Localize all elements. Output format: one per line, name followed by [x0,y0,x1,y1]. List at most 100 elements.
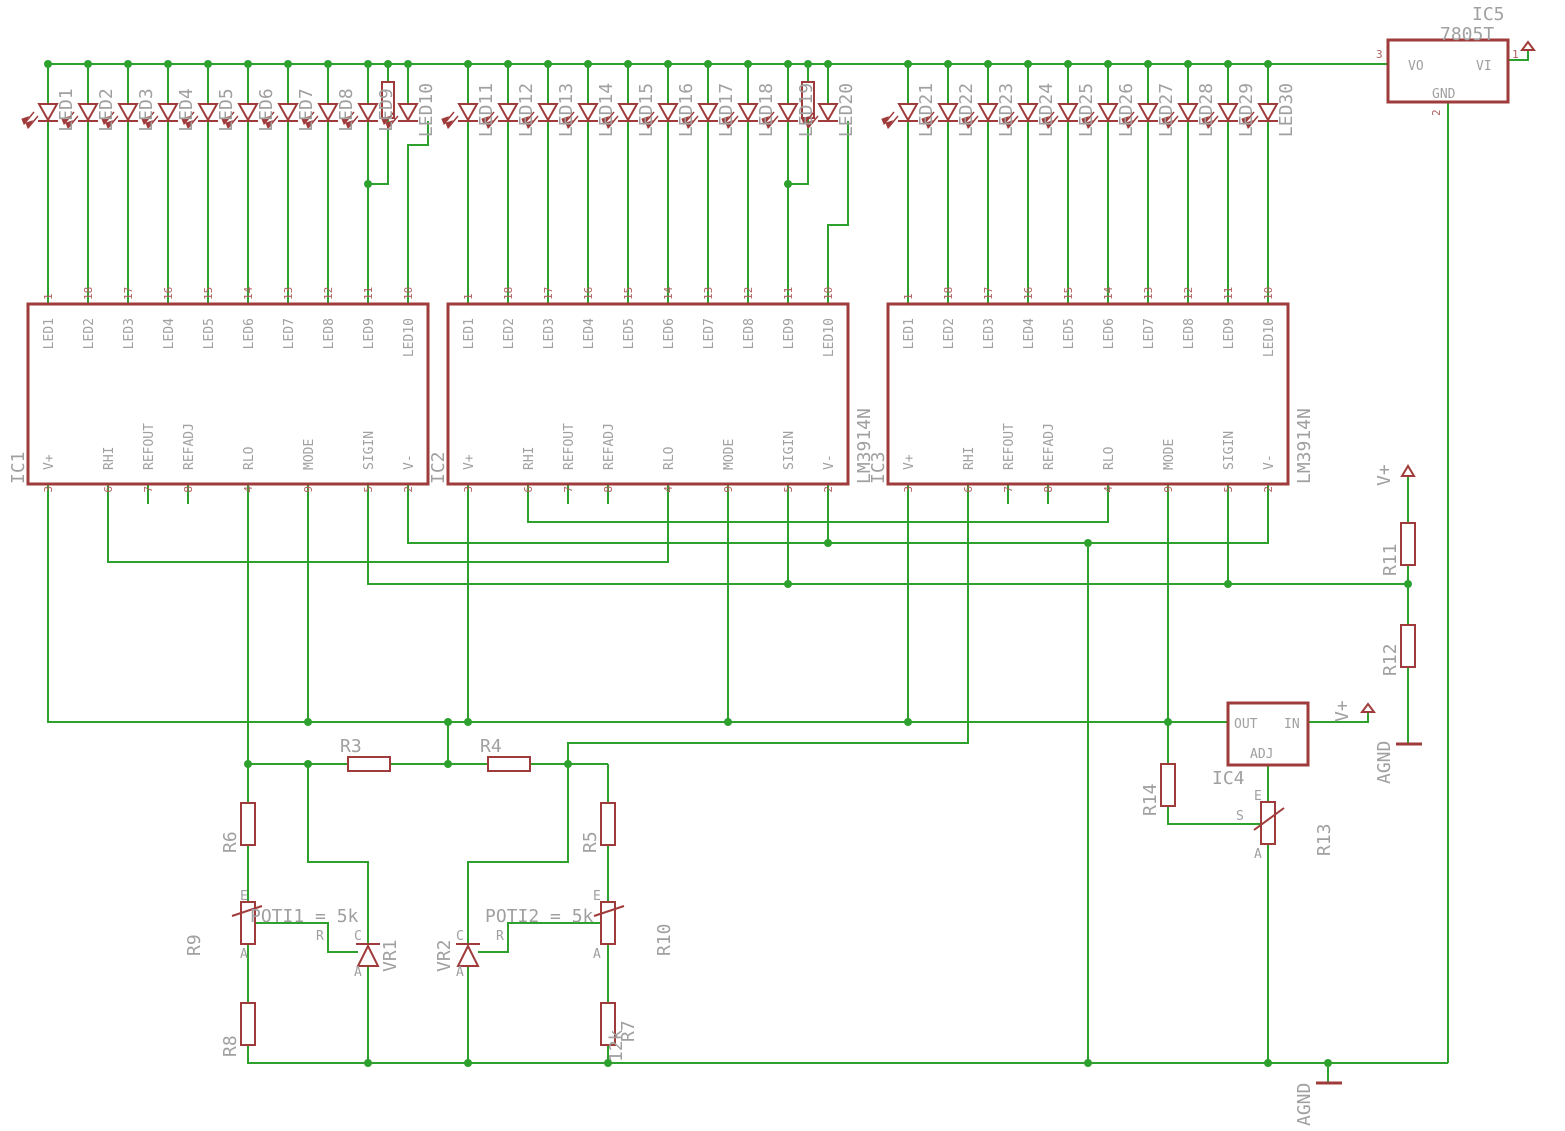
led-22-symbol [937,103,959,123]
led-arrow-head [141,116,150,126]
led-arrow-head [1125,120,1134,130]
junction-dot [784,180,792,188]
ic-pin-label: LED10 [1262,318,1277,357]
r8-label: R8 [220,1035,241,1057]
led-label: LED21 [916,83,937,137]
led-arrow-head [145,120,154,130]
ic-pin-label: V- [1262,454,1277,470]
ic-pin-label: MODE [1162,439,1177,470]
ic-pin-label: LED8 [1182,318,1197,349]
ic-pin-label: LED5 [622,318,637,349]
r7-value: 12k [606,1029,627,1062]
led-arrow-head [25,120,34,130]
ic-pin-number: 12 [742,287,755,300]
led-arrow-head [1241,116,1250,126]
junction-dot [664,60,672,68]
pot-pin-label: A [593,947,601,962]
ic-pin-label: SIGIN [362,431,377,470]
junction-dot [784,580,792,588]
led-13-symbol [537,103,559,123]
ic-pin-number: 14 [242,286,255,300]
led-17-symbol [697,103,719,123]
vr1-label: VR1 [380,939,401,972]
ic-pin-number: 15 [202,287,215,300]
ic-pin-label: REFOUT [562,423,577,470]
led-24-symbol [1017,103,1039,123]
ic-pin-label: MODE [722,439,737,470]
led-10-symbol [397,103,419,123]
junction-dot [504,60,512,68]
led-label: LED28 [1196,83,1217,137]
ic-pin-number: 3 [462,486,475,493]
led-arrow-head [881,116,890,126]
led-label: LED24 [1036,83,1057,137]
led-label: LED19 [796,83,817,137]
junction-dot [1104,60,1112,68]
led-arrow-head [445,120,454,130]
junction-dot [1224,60,1232,68]
sigin-net [367,504,1408,585]
led-arrow-head [721,116,730,126]
r4-label: R4 [480,736,502,757]
ic-pin-number: 13 [282,287,295,300]
junction-dot [944,60,952,68]
led-label: LED13 [556,83,577,137]
led-arrow-head [681,116,690,126]
ic-pin-number: 17 [122,287,135,300]
junction-dot [204,60,212,68]
ic-pin-number: 9 [722,486,735,493]
junction-dot [364,1059,372,1067]
ic-pin-number: 10 [402,287,415,300]
ic-pin-label: RLO [1102,446,1117,470]
led-arrow-head [385,120,394,130]
led-arrow-head [1005,120,1014,130]
ic-pin-label: RLO [662,446,677,470]
ic-pin-label: LED1 [902,318,917,349]
ic-2-type: LM3914N [854,408,875,484]
pot-pin-label: E [240,889,248,904]
r12-label: R12 [1380,643,1401,676]
ic-pin-number: 6 [102,486,115,493]
led-arrow-head [481,116,490,126]
ic-pin-label: LED8 [322,318,337,349]
reg-out-label: OUT [1234,717,1258,732]
ic-pin-label: LED9 [782,318,797,349]
reg-pin1: 1 [1512,48,1519,61]
junction-dot [904,718,912,726]
junction-dot [464,1059,472,1067]
led-arrow-head [885,120,894,130]
led-arrow-head [1201,116,1210,126]
ic-pin-number: 1 [462,293,475,300]
led-label: LED23 [996,83,1017,137]
led-6-symbol [237,103,259,123]
ic-pin-number: 15 [1062,287,1075,300]
reg-pin2: 2 [1430,109,1443,116]
led-27-symbol [1137,103,1159,123]
junction-dot [784,60,792,68]
ic-pin-label: LED4 [162,318,177,349]
junction-dot [384,60,392,68]
mode-resistor-1 [381,81,395,119]
led-arrow-head [1081,116,1090,126]
ic-pin-label: LED2 [942,318,957,349]
led-label: LED27 [1156,83,1177,137]
junction-dot [724,718,732,726]
junction-dot [1184,60,1192,68]
reg-vi-wire [1508,50,1529,61]
led-25-symbol [1057,103,1079,123]
led-label: LED8 [336,88,357,131]
ic-pin-label: LED6 [1102,318,1117,349]
led-arrow-head [1165,120,1174,130]
ic-pin-label: LED1 [462,318,477,349]
vr2-label: VR2 [434,939,455,972]
led-label: LED5 [216,88,237,131]
ic-pin-number: 16 [162,287,175,300]
led-arrow-head [685,120,694,130]
led-arrow-head [305,120,314,130]
junction-dot [364,60,372,68]
zener-pin-label: A [354,965,362,980]
reg-adj-in-wire [1308,712,1369,723]
ic-pin-label: REFADJ [1042,423,1057,470]
ic-pin-label: SIGIN [1222,431,1237,470]
led-arrow-head [1205,120,1214,130]
